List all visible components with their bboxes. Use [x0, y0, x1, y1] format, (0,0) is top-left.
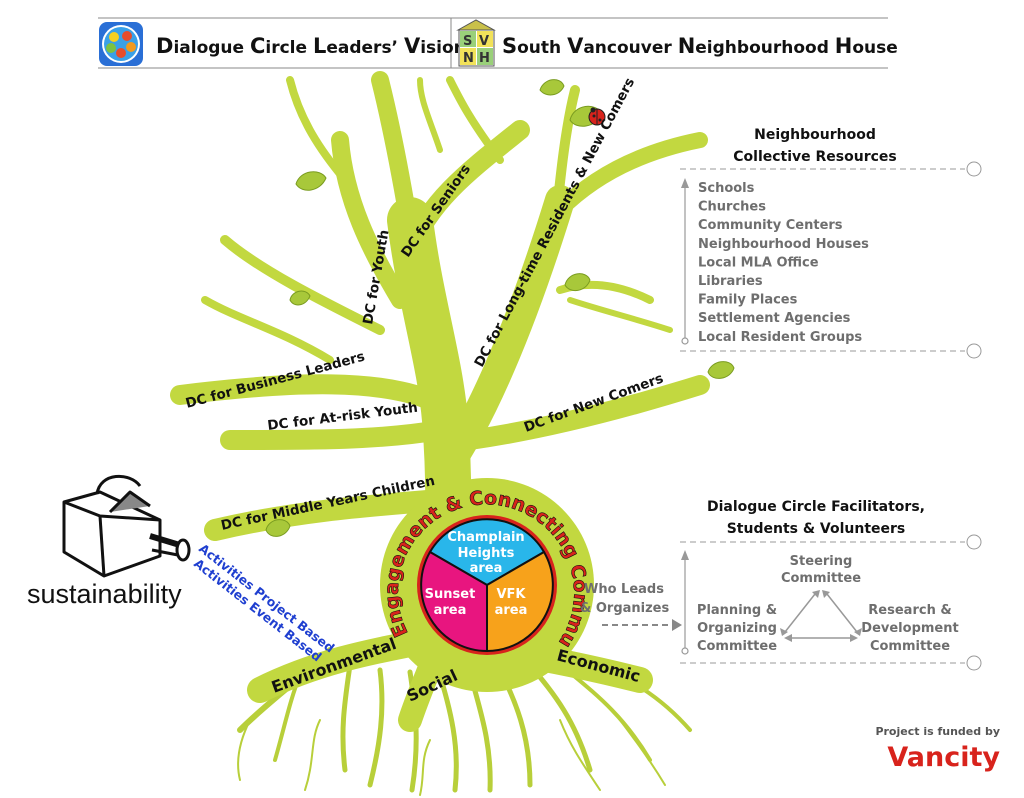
slice-vfk — [486, 550, 554, 653]
who-leads-line1: Who Leads — [584, 582, 664, 597]
leaf-icon — [295, 171, 327, 191]
leaf-icon — [289, 290, 311, 306]
champlain-label-line2: Heights — [458, 546, 515, 561]
svnh-letter-v: V — [479, 34, 489, 49]
arrow-icon — [780, 628, 788, 636]
funded-by-label: Project is funded by — [875, 725, 1000, 738]
svnh-letter-h: H — [479, 51, 490, 66]
resource-item: Family Places — [698, 293, 798, 308]
planning-line2: Organizing — [697, 621, 777, 636]
resource-item: Community Centers — [698, 218, 843, 233]
committee-triangle — [780, 590, 862, 642]
svnh-letter-s: S — [463, 34, 472, 49]
resource-item: Libraries — [698, 274, 763, 289]
who-leads-arrow-icon — [672, 619, 682, 631]
facilitators-title-line2: Students & Volunteers — [727, 521, 906, 537]
resources-bottom-node — [966, 343, 982, 359]
svnh-letter-n: N — [463, 51, 474, 66]
arrow-icon — [812, 590, 820, 598]
vfk-label-line2: area — [495, 603, 528, 618]
leaf-icon — [707, 361, 735, 379]
sunset-label-line2: area — [434, 603, 467, 618]
arrow-icon — [784, 634, 792, 642]
resources-top-node — [966, 161, 982, 177]
champlain-label-line3: area — [470, 561, 503, 576]
slice-champlain-heights — [428, 518, 546, 587]
facilitators-top-node — [966, 534, 982, 550]
planning-line1: Planning & — [697, 603, 777, 618]
header: Dialogue Circle Leaders’ Vision S V N H … — [98, 17, 898, 69]
sunset-label-line1: Sunset — [425, 587, 476, 602]
facilitators-bottom-node — [966, 655, 982, 671]
tree-leaves — [265, 79, 735, 537]
facilitators-arrow-up-icon — [681, 550, 689, 560]
resources-title-line1: Neighbourhood — [754, 127, 876, 143]
resources-title-line2: Collective Resources — [733, 149, 897, 165]
watering-can-icon — [62, 474, 191, 578]
resource-item: Local MLA Office — [698, 255, 819, 270]
slice-sunset — [420, 550, 488, 653]
leaf-icon — [564, 273, 591, 292]
arrow-icon — [850, 634, 858, 642]
tree — [170, 71, 710, 796]
facilitators-title-line1: Dialogue Circle Facilitators, — [707, 499, 925, 515]
steering-line1: Steering — [790, 554, 853, 569]
research-line1: Research & — [868, 603, 951, 618]
leaf-icon — [539, 79, 565, 96]
who-leads-line2: & Organizes — [580, 601, 669, 616]
svnh-house-logo: S V N H — [456, 19, 496, 67]
sustainability-label: sustainability — [27, 579, 182, 609]
dialogue-circle-logo — [99, 22, 143, 66]
steering-line2: Committee — [781, 571, 861, 586]
funding-credit: Project is funded by Vancity — [875, 725, 1000, 773]
branch-label-long-time-residents: DC for Long-time Residents & New Comers — [471, 75, 638, 370]
resources-arrow-up-icon — [681, 178, 689, 188]
resources-line-end-icon — [681, 337, 689, 345]
research-line2: Development — [861, 621, 958, 636]
who-leads-group: Who Leads & Organizes — [580, 582, 682, 631]
research-line3: Committee — [870, 639, 950, 654]
resource-item: Schools — [698, 181, 755, 196]
arrow-icon — [822, 590, 830, 598]
activities-project-label: Activities Project Based — [196, 541, 337, 656]
arrow-icon — [854, 628, 862, 636]
header-right-title: South Vancouver Neighbourhood House — [502, 34, 898, 58]
facilitators-panel: Dialogue Circle Facilitators, Students &… — [680, 499, 982, 671]
resource-item: Settlement Agencies — [698, 311, 851, 326]
vfk-label-line1: VFK — [496, 587, 526, 602]
resource-item: Churches — [698, 200, 766, 215]
vancity-logo: Vancity — [887, 742, 1000, 773]
resources-panel: Neighbourhood Collective Resources Schoo… — [680, 127, 982, 359]
planning-line3: Committee — [697, 639, 777, 654]
resource-item: Local Resident Groups — [698, 330, 862, 345]
ladybug-icon — [588, 107, 606, 126]
header-left-title: Dialogue Circle Leaders’ Vision — [156, 34, 466, 58]
champlain-label-line1: Champlain — [447, 530, 524, 545]
facilitators-line-end-icon — [681, 647, 689, 655]
resource-item: Neighbourhood Houses — [698, 237, 869, 252]
leaf-icon — [265, 519, 291, 537]
activities-event-label: Activities Event Based — [191, 556, 324, 665]
